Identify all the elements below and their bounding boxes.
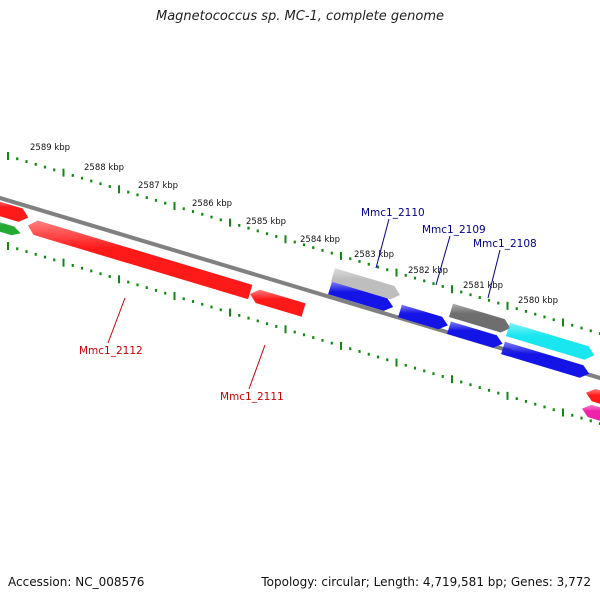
gene-blue-2 <box>398 304 448 330</box>
scale-label: 2587 kbp <box>138 181 178 191</box>
gene-blue-1 <box>328 281 394 311</box>
scale-label: 2580 kbp <box>518 296 558 306</box>
scale-label: 2586 kbp <box>192 199 232 209</box>
scale-label: 2589 kbp <box>30 143 70 153</box>
gene-green-edge <box>0 222 21 236</box>
label-mmc1-2112: Mmc1_2112 <box>79 345 143 357</box>
scale-label: 2582 kbp <box>408 266 448 276</box>
gene-mmc1-2109 <box>449 303 511 333</box>
scale-labels: 2589 kbp 2588 kbp 2587 kbp 2586 kbp 2585 kbp… <box>30 143 558 306</box>
map-title: Magnetococcus sp. MC-1, complete genome <box>155 9 445 24</box>
label-mmc1-2112-leader <box>107 297 126 344</box>
inner-tick-ring <box>7 242 600 425</box>
gene-mmc1-2112 <box>28 220 253 300</box>
scale-label: 2585 kbp <box>246 217 286 227</box>
label-mmc1-2111: Mmc1_2111 <box>220 391 284 403</box>
scale-label: 2584 kbp <box>300 235 340 245</box>
outer-tick-ring <box>7 152 600 335</box>
gene-red-edge <box>0 201 29 222</box>
gene-mmc1-2111 <box>250 289 306 317</box>
gene-blue-4 <box>501 341 590 378</box>
label-mmc1-2110: Mmc1_2110 <box>361 207 425 219</box>
gene-mmc1-2108 <box>506 322 595 360</box>
label-mmc1-2109: Mmc1_2109 <box>422 224 486 236</box>
label-mmc1-2108-leader <box>487 249 501 299</box>
label-mmc1-2110-leader <box>375 218 390 269</box>
gene-red-right <box>586 388 600 404</box>
gene-callouts: Mmc1_2110Mmc1_2109Mmc1_2108Mmc1_2112Mmc1… <box>79 207 537 403</box>
label-mmc1-2109-leader <box>435 235 451 286</box>
label-mmc1-2108: Mmc1_2108 <box>473 238 537 250</box>
genome-summary-text: Topology: circular; Length: 4,719,581 bp… <box>261 575 591 589</box>
scale-label: 2583 kbp <box>354 250 394 260</box>
label-mmc1-2111-leader <box>248 344 266 390</box>
scale-label: 2581 kbp <box>463 281 503 291</box>
scale-label: 2588 kbp <box>84 163 124 173</box>
accession-text: Accession: NC_008576 <box>8 575 145 589</box>
gene-mmc1-2110 <box>331 268 400 300</box>
gene-blue-3 <box>447 321 503 348</box>
gene-magenta-right <box>582 404 600 421</box>
gene-features <box>0 201 600 421</box>
